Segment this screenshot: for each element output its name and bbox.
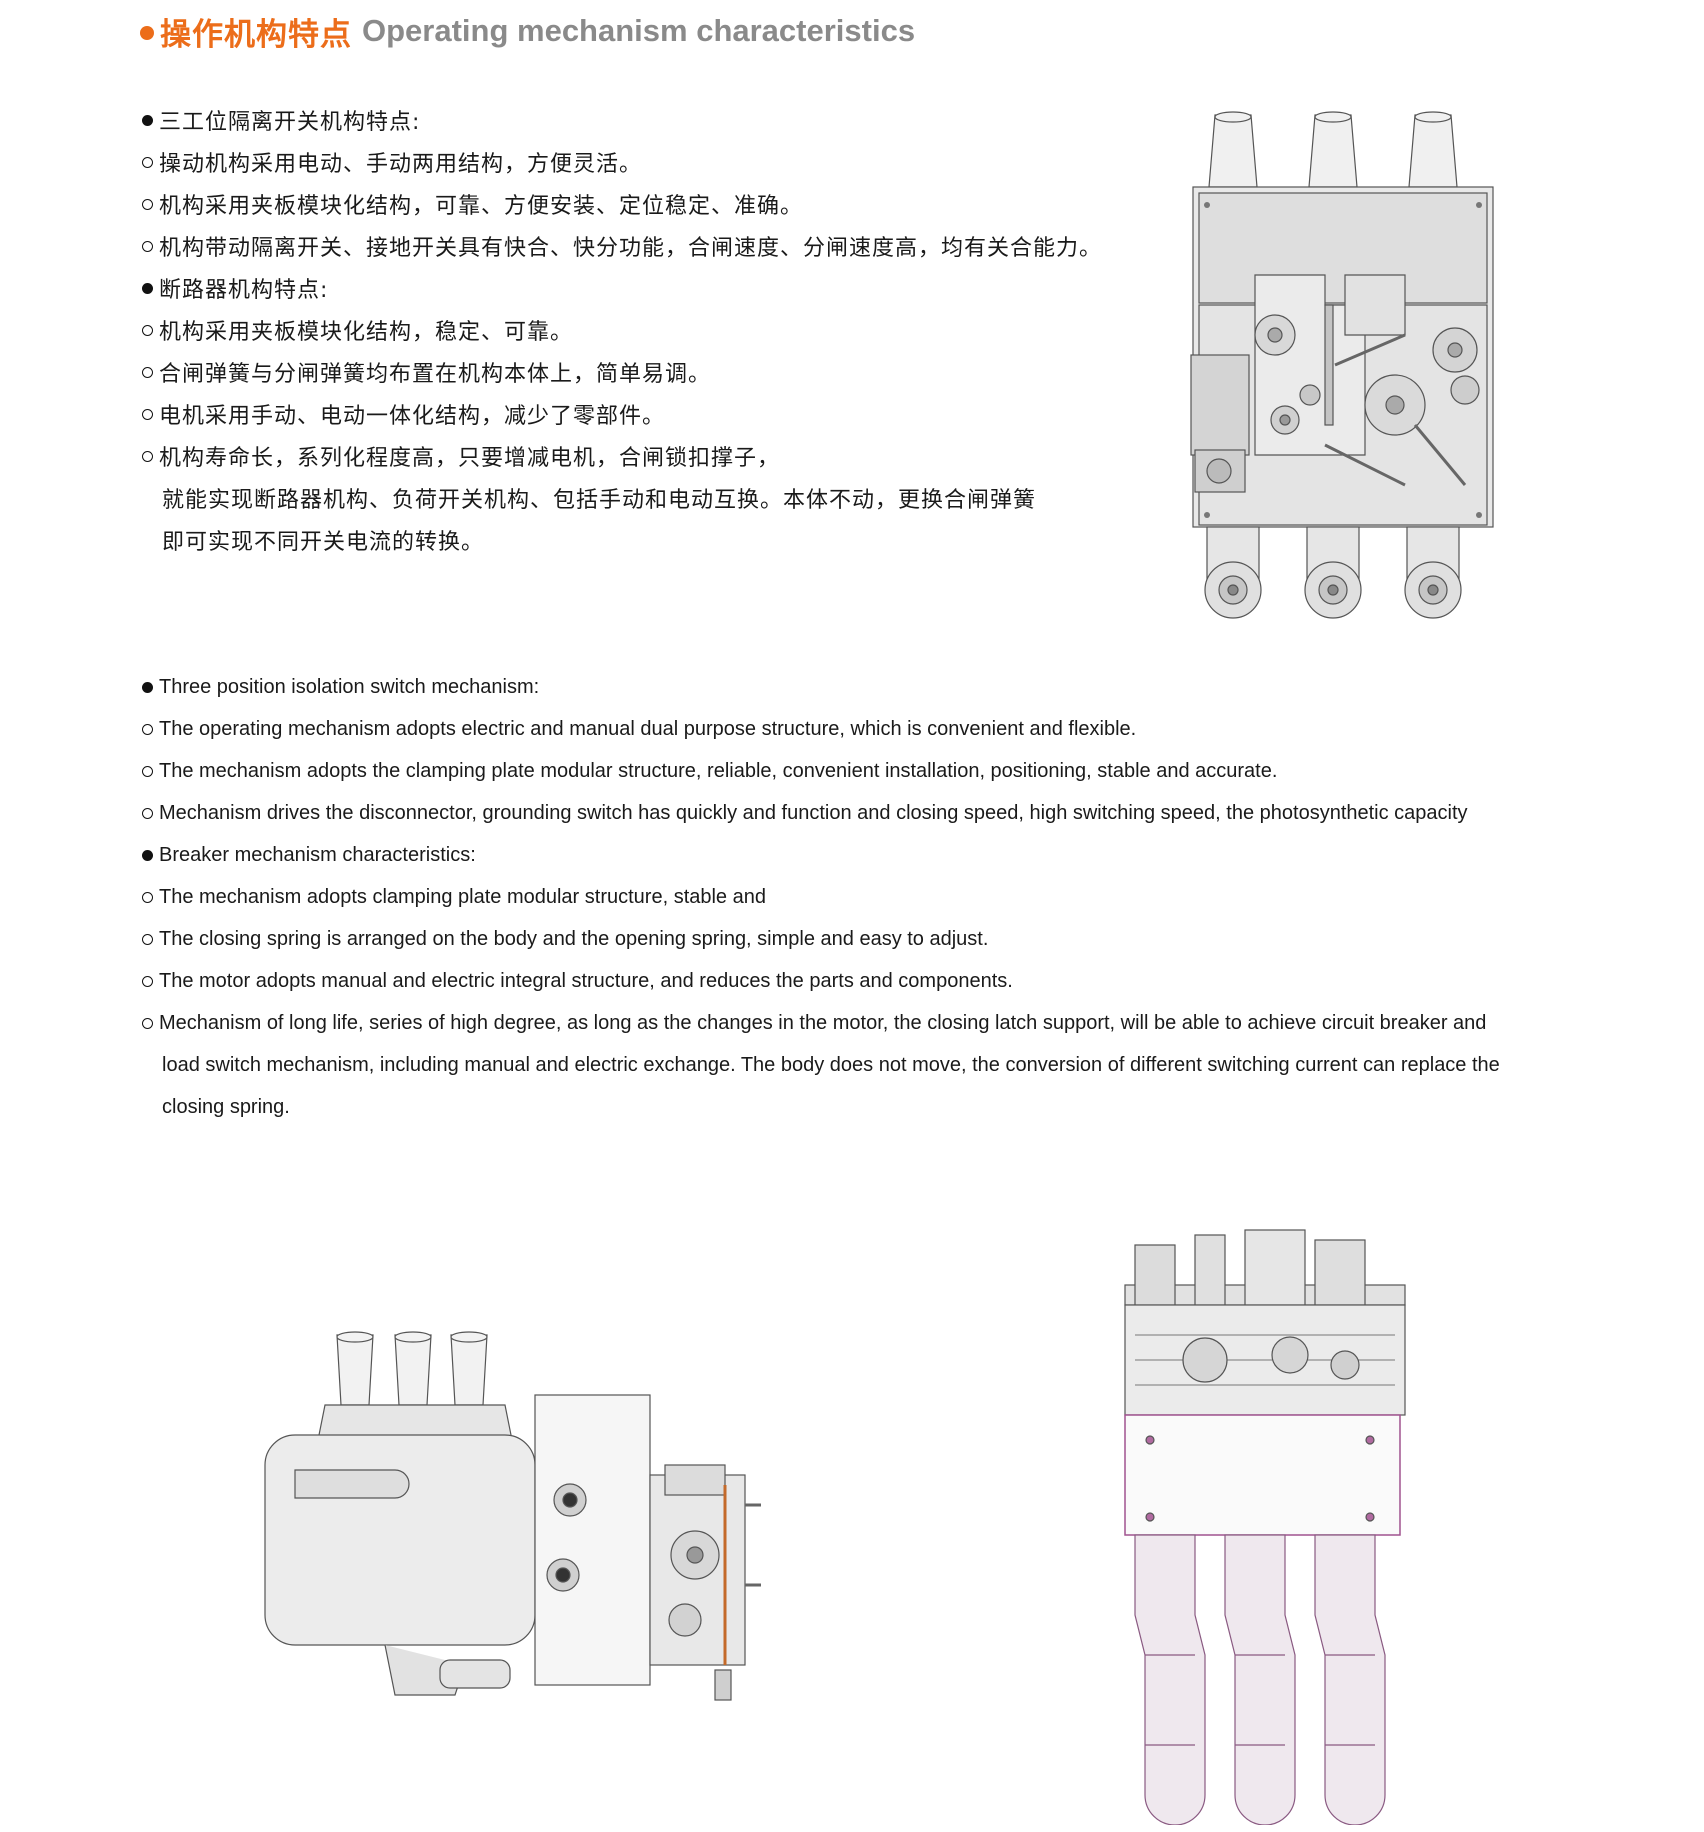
list-item-text: load switch mechanism, including manual … bbox=[162, 1053, 1500, 1076]
list-item-text: Three position isolation switch mechanis… bbox=[159, 675, 540, 698]
list-item: 机构带动隔离开关、接地开关具有快合、快分功能，合闸速度、分闸速度高，均有关合能力… bbox=[142, 225, 1102, 267]
hollow-bullet-icon bbox=[142, 198, 153, 210]
list-item: Mechanism of long life, series of high d… bbox=[142, 1002, 1582, 1044]
list-item-text: 操动机构采用电动、手动两用结构，方便灵活。 bbox=[159, 152, 643, 177]
list-item: 三工位隔离开关机构特点: bbox=[142, 99, 1102, 141]
list-item-text: Breaker mechanism characteristics: bbox=[159, 843, 476, 866]
mechanism-side-illustration bbox=[264, 1331, 761, 1701]
hollow-bullet-icon bbox=[142, 975, 153, 987]
hollow-bullet-icon bbox=[142, 324, 153, 336]
list-item: Breaker mechanism characteristics: bbox=[142, 834, 1582, 876]
list-item: Three position isolation switch mechanis… bbox=[142, 666, 1582, 708]
heading-title-en: Operating mechanism characteristics bbox=[362, 13, 916, 48]
chinese-feature-list: 三工位隔离开关机构特点: 操动机构采用电动、手动两用结构，方便灵活。 机构采用夹… bbox=[142, 99, 1102, 561]
list-item: 合闸弹簧与分闸弹簧均布置在机构本体上，简单易调。 bbox=[142, 351, 1102, 393]
list-item-text: 就能实现断路器机构、负荷开关机构、包括手动和电动互换。本体不动，更换合闸弹簧 bbox=[162, 488, 1037, 513]
hollow-bullet-icon bbox=[142, 450, 153, 462]
list-item: The operating mechanism adopts electric … bbox=[142, 708, 1582, 750]
list-item: 机构采用夹板模块化结构，可靠、方便安装、定位稳定、准确。 bbox=[142, 183, 1102, 225]
list-item-text: The motor adopts manual and electric int… bbox=[159, 969, 1013, 992]
list-item: 机构采用夹板模块化结构，稳定、可靠。 bbox=[142, 309, 1102, 351]
hollow-bullet-icon bbox=[142, 891, 153, 903]
hollow-bullet-icon bbox=[142, 156, 153, 168]
filled-bullet-icon bbox=[142, 282, 153, 294]
list-item-text: 断路器机构特点: bbox=[159, 278, 329, 303]
list-item-continuation: load switch mechanism, including manual … bbox=[142, 1044, 1582, 1086]
list-item-text: 电机采用手动、电动一体化结构，减少了零部件。 bbox=[159, 404, 666, 429]
filled-bullet-icon bbox=[142, 681, 153, 693]
section-heading: 操作机构特点 Operating mechanism characteristi… bbox=[140, 6, 915, 56]
list-item-text: 机构采用夹板模块化结构，稳定、可靠。 bbox=[159, 320, 574, 345]
list-item: The closing spring is arranged on the bo… bbox=[142, 918, 1582, 960]
list-item: 断路器机构特点: bbox=[142, 267, 1102, 309]
list-item-text: The mechanism adopts clamping plate modu… bbox=[159, 885, 766, 908]
mechanism-front-illustration bbox=[1190, 111, 1494, 619]
rear-view-drawing bbox=[1115, 1225, 1415, 1825]
list-item: Mechanism drives the disconnector, groun… bbox=[142, 792, 1582, 834]
list-item: The mechanism adopts clamping plate modu… bbox=[142, 876, 1582, 918]
hollow-bullet-icon bbox=[142, 723, 153, 735]
hollow-bullet-icon bbox=[142, 807, 153, 819]
list-item: The motor adopts manual and electric int… bbox=[142, 960, 1582, 1002]
list-item-text: 三工位隔离开关机构特点: bbox=[159, 110, 421, 135]
filled-bullet-icon bbox=[142, 849, 153, 861]
list-item-continuation: 即可实现不同开关电流的转换。 bbox=[142, 519, 1102, 561]
filled-bullet-icon bbox=[142, 114, 153, 126]
side-view-drawing bbox=[245, 1325, 765, 1725]
list-item-text: closing spring. bbox=[162, 1095, 290, 1118]
list-item-text: The mechanism adopts the clamping plate … bbox=[159, 759, 1278, 782]
hollow-bullet-icon bbox=[142, 240, 153, 252]
bullet-dot-icon bbox=[140, 26, 154, 40]
front-view-drawing bbox=[1185, 105, 1505, 625]
list-item: 机构寿命长，系列化程度高，只要增减电机，合闸锁扣撑子， bbox=[142, 435, 1102, 477]
list-item-text: 即可实现不同开关电流的转换。 bbox=[162, 530, 485, 555]
list-item-text: 机构寿命长，系列化程度高，只要增减电机，合闸锁扣撑子， bbox=[159, 446, 781, 471]
hollow-bullet-icon bbox=[142, 1017, 153, 1029]
list-item-continuation: 就能实现断路器机构、负荷开关机构、包括手动和电动互换。本体不动，更换合闸弹簧 bbox=[142, 477, 1102, 519]
list-item-text: Mechanism drives the disconnector, groun… bbox=[159, 801, 1468, 824]
list-item: 电机采用手动、电动一体化结构，减少了零部件。 bbox=[142, 393, 1102, 435]
hollow-bullet-icon bbox=[142, 933, 153, 945]
english-feature-list: Three position isolation switch mechanis… bbox=[142, 666, 1582, 1128]
list-item-text: The operating mechanism adopts electric … bbox=[159, 717, 1137, 740]
list-item-text: Mechanism of long life, series of high d… bbox=[159, 1011, 1487, 1034]
list-item: The mechanism adopts the clamping plate … bbox=[142, 750, 1582, 792]
mechanism-rear-illustration bbox=[1124, 1229, 1406, 1825]
hollow-bullet-icon bbox=[142, 765, 153, 777]
list-item-text: The closing spring is arranged on the bo… bbox=[159, 927, 989, 950]
list-item-text: 合闸弹簧与分闸弹簧均布置在机构本体上，简单易调。 bbox=[159, 362, 712, 387]
list-item: 操动机构采用电动、手动两用结构，方便灵活。 bbox=[142, 141, 1102, 183]
hollow-bullet-icon bbox=[142, 366, 153, 378]
list-item-continuation: closing spring. bbox=[142, 1086, 1582, 1128]
heading-title-zh: 操作机构特点 bbox=[160, 16, 352, 53]
list-item-text: 机构采用夹板模块化结构，可靠、方便安装、定位稳定、准确。 bbox=[159, 194, 804, 219]
list-item-text: 机构带动隔离开关、接地开关具有快合、快分功能，合闸速度、分闸速度高，均有关合能力… bbox=[159, 236, 1103, 261]
hollow-bullet-icon bbox=[142, 408, 153, 420]
